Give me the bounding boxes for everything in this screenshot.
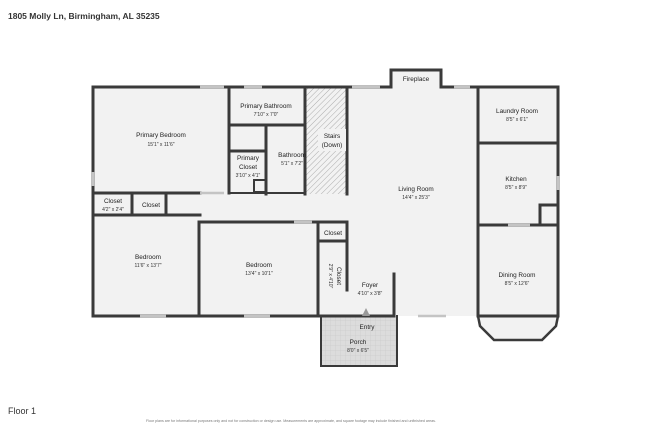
primary-bedroom-name: Primary Bedroom	[136, 132, 186, 139]
room-labels: Primary Bedroom 15'1" x 11'6" Primary Ba…	[102, 76, 538, 354]
entry-name: Entry	[360, 324, 376, 331]
property-address: 1805 Molly Ln, Birmingham, AL 35235	[8, 11, 160, 21]
living-room-name: Living Room	[398, 186, 434, 193]
closet-center-name: Closet	[324, 230, 342, 237]
closet-small-dims: 4'2" x 2'4"	[102, 207, 124, 213]
porch-dims: 8'0" x 6'5"	[347, 348, 369, 354]
laundry-room-dims: 8'5" x 6'1"	[506, 117, 528, 123]
fireplace-name: Fireplace	[403, 76, 430, 83]
floor-fill	[93, 70, 558, 366]
windows	[91, 85, 560, 318]
stairs-name-1: Stairs	[324, 133, 340, 140]
dining-room-name: Dining Room	[499, 272, 536, 279]
dining-room-dims: 8'5" x 12'6"	[505, 281, 530, 287]
primary-bathroom-name: Primary Bathroom	[240, 103, 292, 110]
primary-closet-dims: 3'10" x 4'1"	[236, 173, 261, 179]
living-room-dims: 14'4" x 25'3"	[402, 195, 430, 201]
closet-vertical-name: Closet	[335, 267, 342, 285]
primary-closet-name-2: Closet	[239, 164, 257, 171]
foyer-name: Foyer	[362, 282, 379, 289]
kitchen-name: Kitchen	[505, 176, 527, 183]
kitchen-dims: 8'5" x 8'9"	[505, 185, 527, 191]
closet-vertical-dims: 2'9" x 4'10"	[327, 264, 333, 289]
porch-name: Porch	[350, 339, 367, 346]
entry-arrow-icon	[362, 308, 370, 316]
floor-label: Floor 1	[8, 406, 37, 416]
stairs-name-2: (Down)	[322, 142, 343, 149]
bedroom-1-name: Bedroom	[135, 254, 161, 261]
closet-hall-name: Closet	[142, 202, 160, 209]
walls	[91, 68, 560, 367]
bathroom-dims: 5'1" x 7'2"	[281, 161, 303, 167]
porch-tiles	[321, 316, 397, 366]
primary-bedroom-dims: 15'1" x 11'6"	[147, 142, 174, 148]
primary-bathroom-dims: 7'10" x 7'0"	[254, 112, 279, 118]
primary-closet-name-1: Primary	[237, 155, 260, 162]
bathroom-name: Bathroom	[278, 152, 306, 159]
bedroom-2-name: Bedroom	[246, 262, 272, 269]
bedroom-2-dims: 13'4" x 10'1"	[245, 271, 273, 277]
disclaimer-text: Floor plans are for informational purpos…	[146, 419, 436, 423]
laundry-room-name: Laundry Room	[496, 108, 538, 115]
bedroom-1-dims: 11'6" x 13'7"	[134, 263, 161, 269]
foyer-dims: 4'10" x 3'8"	[358, 291, 383, 297]
closet-small-name: Closet	[104, 198, 122, 205]
